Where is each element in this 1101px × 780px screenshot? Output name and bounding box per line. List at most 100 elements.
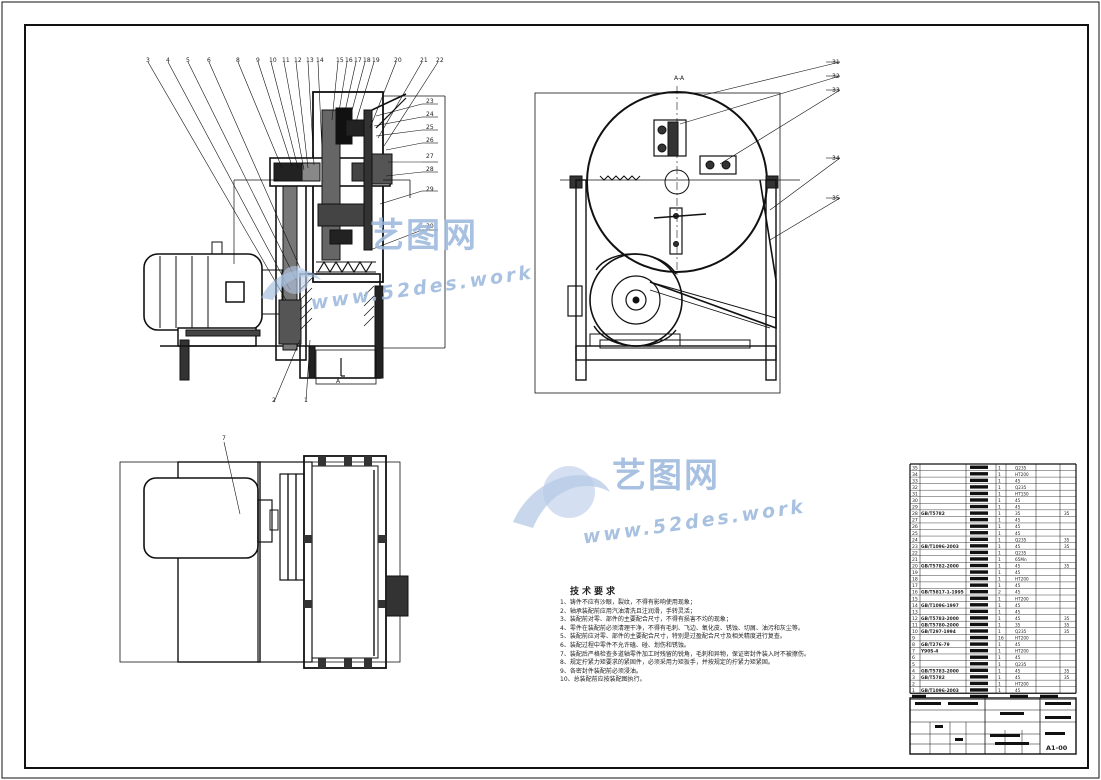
- balloon-27: 27: [426, 153, 434, 160]
- bom-part-name: [970, 642, 988, 646]
- title-block: [909, 697, 1077, 755]
- bom-qty: 1: [998, 564, 1001, 570]
- bom-item-number: 10: [912, 629, 918, 635]
- table-row: 22 1 Q235: [912, 550, 1027, 556]
- bom-item-number: 33: [912, 478, 918, 484]
- bom-code: GB/T5782: [921, 675, 945, 681]
- bom-item-number: 5: [912, 662, 915, 668]
- bom-part-name: [970, 576, 988, 581]
- bom-remark: 35: [1064, 511, 1070, 516]
- front-section-view: [143, 61, 446, 403]
- bom-qty: 1: [998, 537, 1001, 543]
- bom-material: 45: [1015, 603, 1021, 608]
- bom-item-number: 18: [912, 577, 918, 583]
- balloon-19: 19: [372, 57, 380, 64]
- bom-item-number: 14: [912, 603, 918, 609]
- bom-item-number: 22: [912, 550, 918, 556]
- bom-item-number: 1: [912, 688, 915, 694]
- bom-item-number: 7: [912, 649, 915, 655]
- bom-qty: 1: [998, 550, 1001, 556]
- balloon-25: 25: [426, 124, 434, 131]
- balloon-35: 35: [832, 195, 840, 202]
- bom-qty: 1: [998, 577, 1001, 583]
- bom-qty: 1: [998, 662, 1001, 668]
- bom-part-name: [970, 616, 988, 620]
- balloon-4: 4: [166, 57, 170, 64]
- bom-material: 45: [1015, 524, 1021, 529]
- bom-part-name: [970, 550, 988, 555]
- bom-part-name: [970, 537, 988, 541]
- bom-material: Q235: [1015, 662, 1027, 667]
- bom-material: HT200: [1015, 577, 1029, 582]
- bom-item-number: 15: [912, 596, 918, 602]
- bom-code: GB/T5783-2000: [921, 616, 959, 622]
- balloon-16: 16: [345, 57, 353, 64]
- bom-part-name: [970, 622, 988, 627]
- balloon-32: 32: [832, 73, 840, 80]
- bom-part-name: [970, 498, 988, 502]
- bom-qty: 1: [998, 681, 1001, 687]
- tech-note-8: 8、规定拧紧力矩要求的紧固件，必须采用力矩扳手，并按规定的拧紧力矩紧固。: [560, 659, 774, 667]
- bom-material: 45: [1015, 518, 1021, 523]
- bom-material: Q235: [1015, 550, 1027, 555]
- bom-part-name: [970, 511, 988, 515]
- bom-qty: 1: [998, 583, 1001, 589]
- balloon-15: 15: [336, 57, 344, 64]
- bom-item-number: 35: [912, 465, 918, 471]
- bom-item-number: 29: [912, 505, 918, 511]
- motor-plan: [143, 477, 259, 559]
- bom-code: GB/T276-79: [921, 642, 950, 648]
- bom-qty: 1: [998, 649, 1001, 655]
- bom-qty: 1: [998, 629, 1001, 635]
- table-row: 5 1 Q235: [912, 662, 1027, 668]
- bom-qty: 1: [998, 616, 1001, 622]
- tech-note-6: 6、装配过程中零件不允许磕、碰、划伤和锈蚀。: [560, 641, 690, 649]
- bom-qty: 2: [998, 590, 1001, 596]
- bom-part-name: [970, 544, 988, 548]
- bom-remark: 35: [1064, 668, 1070, 673]
- hopper-housing: [312, 91, 384, 283]
- bom-header-cell: [1010, 694, 1028, 698]
- bom-qty: 16: [998, 636, 1004, 642]
- bom-part-name: [970, 681, 988, 686]
- balloon-30: 30: [426, 223, 434, 230]
- bom-material: 45: [1015, 531, 1021, 536]
- bom-material: HT200: [1015, 681, 1029, 686]
- bom-item-number: 16: [912, 590, 918, 596]
- bom-material: 45: [1015, 655, 1021, 660]
- bom-material: 35: [1015, 622, 1021, 627]
- bom-part-name: [970, 570, 988, 574]
- bom-item-number: 20: [912, 564, 918, 570]
- bom-qty: 1: [998, 472, 1001, 478]
- bom-qty: 1: [998, 603, 1001, 609]
- bom-header-cell: [912, 694, 926, 698]
- tech-note-9: 9、各密封件装配前必须浸油。: [560, 667, 642, 675]
- bom-remark: 35: [1064, 564, 1070, 569]
- inner-frame: [24, 24, 1089, 769]
- bom-item-number: 13: [912, 609, 918, 615]
- bom-part-name: [970, 603, 988, 607]
- tech-note-4: 4、零件在装配前必须清理干净，不得有毛刺、飞边、氧化皮、锈蚀、切屑、油污和灰尘等…: [560, 624, 804, 632]
- bom-qty: 1: [998, 622, 1001, 628]
- balloon-33: 33: [832, 87, 840, 94]
- bom-part-name: [970, 596, 988, 600]
- bom-part-name: [970, 609, 988, 614]
- tech-note-7: 7、装配后严格检查多道轴零件加工时残留的锐角，毛刺和异物，保证密封件装入时不被擦…: [560, 650, 810, 658]
- balloon-1: 1: [304, 397, 308, 404]
- bom-part-name: [970, 557, 988, 561]
- bom-remark: 35: [1064, 537, 1070, 542]
